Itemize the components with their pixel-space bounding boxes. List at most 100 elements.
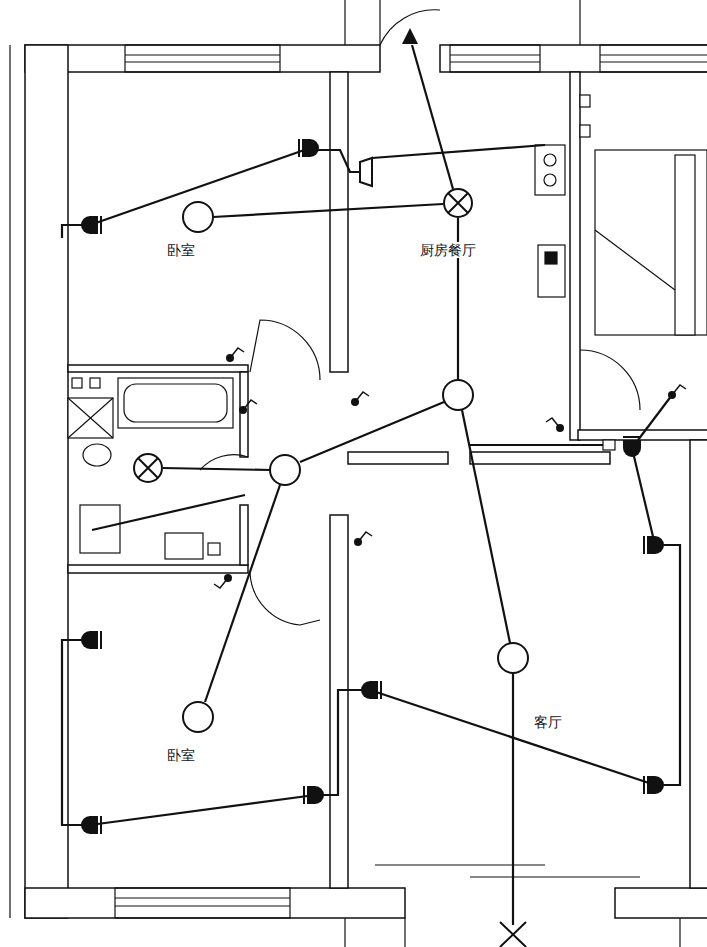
door-swing — [250, 320, 320, 380]
window — [125, 61, 280, 62]
wall-line — [344, 0, 345, 45]
stair-break — [595, 230, 675, 290]
wire — [62, 640, 82, 825]
socket-symbol — [81, 631, 101, 649]
room-label: 客厅 — [532, 714, 564, 731]
wire — [632, 448, 655, 545]
window — [115, 888, 290, 918]
wire — [163, 468, 270, 470]
socket-symbol — [644, 776, 664, 794]
window — [125, 45, 280, 72]
socket-symbol — [81, 816, 101, 834]
ceiling-light — [183, 202, 213, 232]
dimension-line — [9, 45, 10, 918]
window — [115, 905, 290, 906]
entry-mark — [500, 922, 526, 947]
shower — [68, 398, 113, 438]
window — [600, 45, 707, 72]
box — [580, 95, 590, 107]
wall — [25, 888, 405, 918]
shower — [68, 398, 113, 438]
fridge — [545, 252, 557, 264]
sink — [165, 533, 203, 559]
wire — [90, 795, 315, 825]
switch-symbol — [354, 532, 372, 546]
door-swing — [580, 350, 640, 410]
switch-symbol — [546, 418, 564, 432]
window — [600, 61, 707, 62]
switch-symbol — [226, 348, 244, 362]
switch-symbol — [668, 385, 686, 399]
ceiling-light — [183, 702, 213, 732]
door-swing — [380, 10, 440, 45]
wall-line — [344, 918, 345, 947]
switch-symbol — [351, 392, 369, 406]
wire — [92, 495, 245, 530]
wall-line — [470, 876, 640, 877]
wall-line — [375, 864, 545, 865]
ceiling-light — [498, 643, 528, 673]
door-swing — [250, 573, 320, 625]
socket-symbol — [361, 681, 381, 699]
lamp-symbol — [134, 454, 162, 482]
lamp-symbol — [138, 458, 158, 478]
wire — [62, 225, 82, 238]
bathtub — [124, 384, 227, 422]
socket-symbol — [644, 536, 664, 554]
bathtub — [118, 378, 233, 428]
shower — [68, 398, 113, 438]
lamp-symbol — [448, 193, 468, 213]
wall — [470, 452, 610, 464]
wall-line — [404, 918, 405, 947]
room-label: 卧室 — [165, 242, 197, 259]
socket-symbol — [81, 216, 101, 234]
wall — [25, 45, 380, 72]
bell-symbol — [360, 158, 372, 186]
stove — [544, 154, 556, 166]
wire — [323, 690, 362, 795]
entry-arrow — [402, 28, 418, 44]
wire — [470, 444, 603, 446]
stove — [544, 174, 556, 186]
socket-symbol — [304, 786, 324, 804]
switch-symbol — [239, 400, 257, 414]
room-label: 厨房餐厅 — [418, 242, 478, 259]
wall — [240, 505, 248, 565]
box — [90, 378, 100, 388]
wall-line — [579, 0, 580, 45]
wall — [240, 372, 248, 457]
wall — [68, 365, 248, 372]
lamp-symbol — [444, 189, 472, 217]
window — [115, 897, 290, 898]
wall — [68, 565, 248, 573]
wire — [370, 690, 655, 785]
room-label: 卧室 — [165, 747, 197, 764]
wire — [512, 673, 514, 925]
window — [600, 54, 707, 55]
stair-handrail — [675, 155, 695, 335]
wall — [615, 888, 707, 918]
stair — [595, 150, 707, 335]
socket-symbol — [299, 139, 319, 157]
fridge — [538, 245, 565, 297]
box — [580, 125, 590, 137]
box — [603, 440, 615, 450]
wire — [372, 145, 545, 158]
window — [450, 61, 540, 62]
wire — [300, 402, 444, 462]
wall-line — [379, 0, 380, 45]
ceiling-light — [443, 380, 473, 410]
toilet — [83, 444, 111, 466]
wall — [330, 72, 348, 372]
wire — [213, 204, 443, 217]
ceiling-light — [270, 455, 300, 485]
wall-line — [679, 918, 680, 947]
wall — [570, 72, 580, 440]
wall — [348, 452, 448, 464]
door-swing — [200, 455, 248, 470]
wire — [412, 45, 453, 189]
box — [72, 378, 82, 388]
window — [450, 54, 540, 55]
